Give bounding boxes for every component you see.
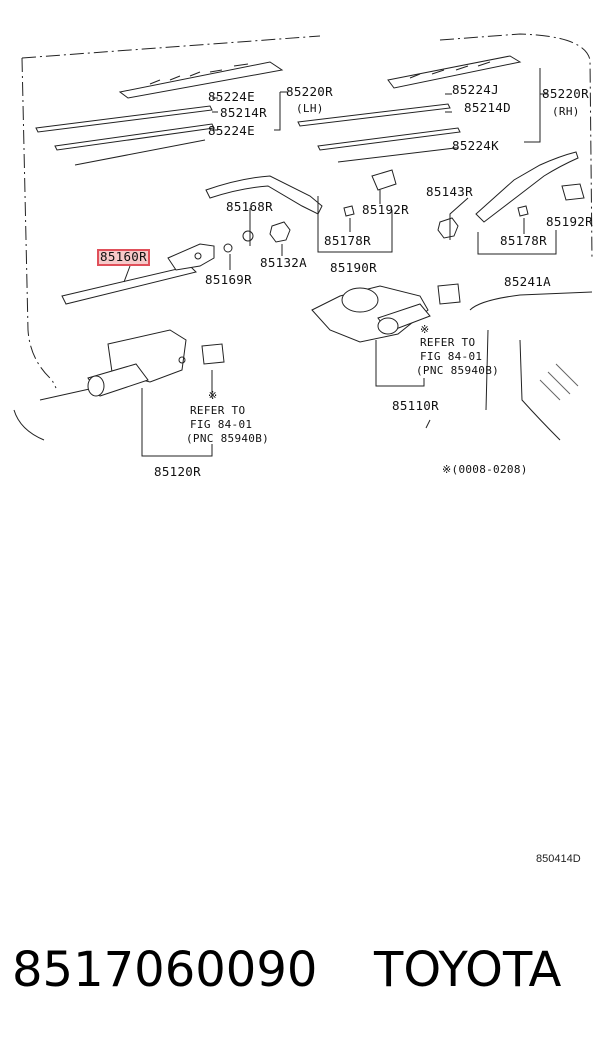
lh-arm: [205, 175, 323, 215]
body-panel-right-hatch: [539, 363, 579, 401]
lh-link-bracket: [167, 243, 215, 271]
label-85214D: 85214D: [464, 100, 511, 115]
cap-85192R-a: [371, 169, 397, 191]
rh-refill: [297, 103, 451, 127]
window-outline-left: [21, 35, 321, 59]
label-refer-rh: REFER TO: [420, 336, 476, 349]
window-outline-left-side: [21, 57, 57, 389]
label-pnc-rh: (PNC 85940B): [416, 364, 500, 377]
label-fig-rh: FIG 84-01: [420, 350, 483, 363]
label-rh: (RH): [552, 105, 580, 118]
lh-blade: [118, 61, 284, 99]
label-pnc-lh: (PNC 85940B): [186, 432, 270, 445]
illustration-code: 850414D: [536, 853, 581, 865]
label-85190R: 85190R: [330, 260, 377, 275]
asterisk-rh-motor: ※: [420, 323, 430, 336]
label-85214R: 85214R: [220, 105, 267, 120]
label-85143R: 85143R: [426, 184, 473, 199]
label-85224E-b: 85224E: [208, 123, 255, 138]
label-85168R: 85168R: [226, 199, 273, 214]
label-85132A: 85132A: [260, 255, 307, 270]
label-85160R-highlighted[interactable]: 85160R: [97, 249, 150, 266]
label-85169R: 85169R: [205, 272, 252, 287]
part-number: 8517060090: [12, 942, 318, 998]
body-panel-right-edge: [485, 329, 561, 441]
lh-refill: [35, 105, 213, 133]
rh-connector: [437, 283, 461, 305]
nut-85168R: [242, 230, 254, 242]
rh-blade: [387, 55, 522, 89]
label-85241A: 85241A: [504, 274, 551, 289]
body-outline-lower: [13, 409, 45, 441]
cap-85143R: [437, 217, 459, 239]
nut-85178R-b: [517, 205, 529, 217]
lh-link-rod: [61, 265, 197, 305]
label-date-range: ※(0008-0208): [442, 463, 528, 476]
brand-name: TOYOTA: [374, 942, 562, 998]
label-85178R-a: 85178R: [324, 233, 371, 248]
asterisk-lh-motor: ※: [208, 389, 218, 402]
nut-85178R-a: [343, 205, 355, 217]
rh-arm: [475, 151, 579, 223]
cap-85192R-b: [561, 183, 585, 201]
label-85220R-lh: 85220R: [286, 84, 333, 99]
lh-connector: [201, 343, 225, 365]
label-85110R: 85110R: [392, 398, 439, 413]
label-85192R-a: 85192R: [362, 202, 409, 217]
window-outline-right: [439, 33, 593, 261]
label-refer-lh: REFER TO: [190, 404, 246, 417]
label-fig-lh: FIG 84-01: [190, 418, 253, 431]
label-85224K: 85224K: [452, 138, 499, 153]
cap-85132A: [269, 221, 291, 243]
label-85220R-rh: 85220R: [542, 86, 589, 101]
label-85192R-b: 85192R: [546, 214, 593, 229]
label-lh: (LH): [296, 102, 324, 115]
rh-rubber: [317, 127, 461, 151]
label-85178R-b: 85178R: [500, 233, 547, 248]
parts-diagram: [13, 33, 593, 457]
washer-85169R: [223, 243, 233, 253]
body-panel-right: [469, 291, 593, 311]
lh-rubber: [54, 123, 215, 151]
label-85224J: 85224J: [452, 82, 499, 97]
label-85224E-a: 85224E: [208, 89, 255, 104]
label-85120R: 85120R: [154, 464, 201, 479]
